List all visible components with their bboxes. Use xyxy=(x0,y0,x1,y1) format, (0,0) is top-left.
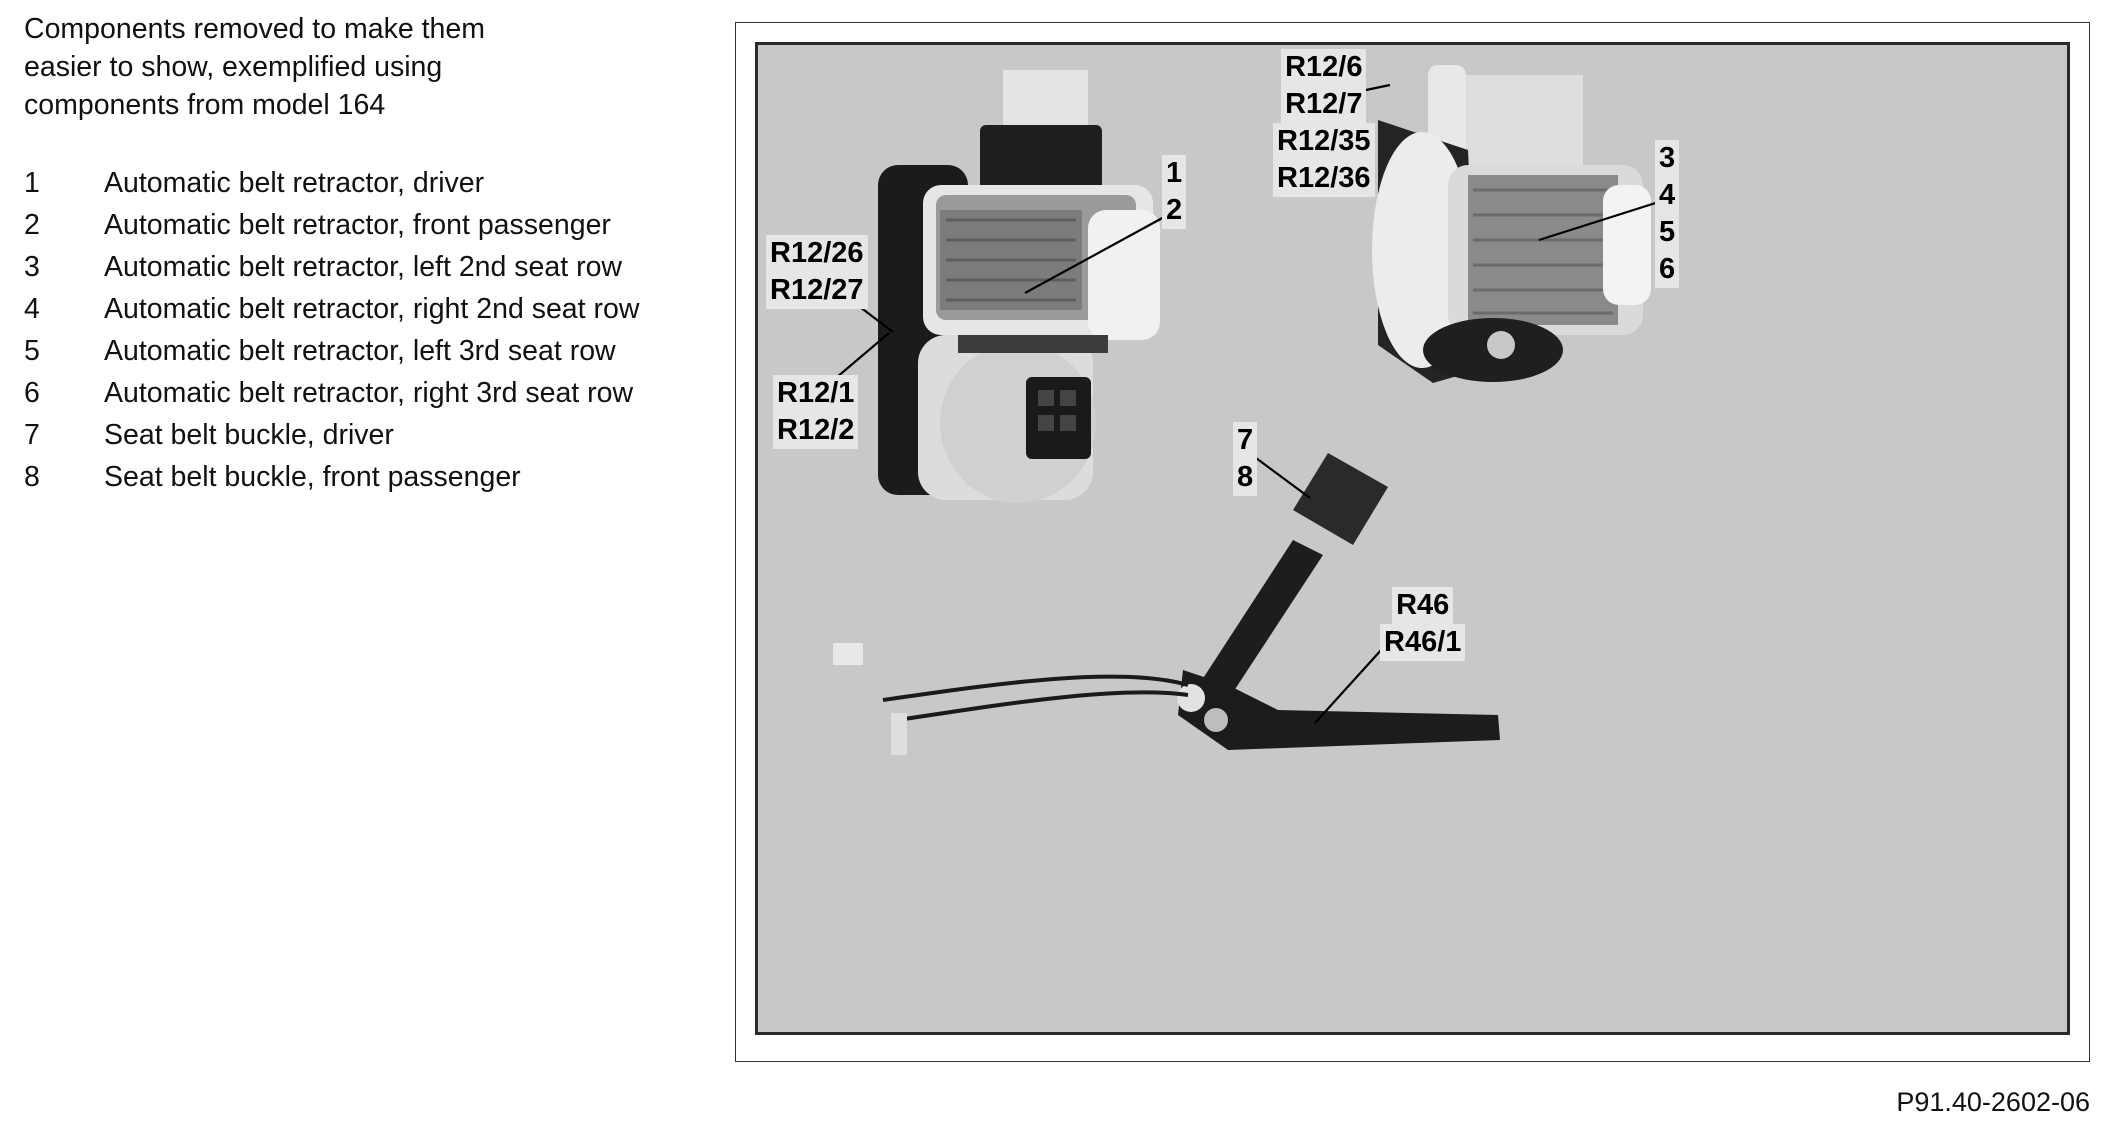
legend-item: 3 Automatic belt retractor, left 2nd sea… xyxy=(24,250,704,285)
legend-description: Seat belt buckle, front passenger xyxy=(104,461,521,493)
legend-number: 2 xyxy=(24,209,40,241)
component-photo: R12/6 R12/7 R12/35 R12/36 1 2 3 4 5 6 R1… xyxy=(755,42,2070,1035)
belt-retractor-left xyxy=(878,70,1160,503)
legend-description: Automatic belt retractor, driver xyxy=(104,167,485,199)
label-text: 1 xyxy=(1162,155,1187,192)
label-text: R12/35 xyxy=(1273,123,1375,160)
label-text: 6 xyxy=(1655,251,1680,288)
figure-reference: P91.40-2602-06 xyxy=(1896,1087,2090,1117)
components-illustration xyxy=(829,65,1666,755)
label-text: 7 xyxy=(1233,422,1258,459)
legend-description: Automatic belt retractor, right 3rd seat… xyxy=(104,377,634,409)
label-text: R12/6 xyxy=(1281,49,1367,86)
legend-number: 3 xyxy=(24,251,40,283)
label-text: R46/1 xyxy=(1380,624,1466,661)
label-text: R12/36 xyxy=(1273,160,1375,197)
label-r12-26-group: R12/26 R12/27 xyxy=(766,235,868,309)
intro-line: components from model 164 xyxy=(24,89,386,121)
legend-number: 5 xyxy=(24,335,40,367)
legend-number: 8 xyxy=(24,461,40,493)
legend-item: 6 Automatic belt retractor, right 3rd se… xyxy=(24,376,704,411)
belt-retractor-right xyxy=(1372,65,1651,383)
legend-item: 2 Automatic belt retractor, front passen… xyxy=(24,208,704,243)
label-7-8: 7 8 xyxy=(1233,422,1258,496)
intro-line: Components removed to make them xyxy=(24,13,485,45)
label-text: 8 xyxy=(1233,459,1258,496)
label-text: 2 xyxy=(1162,192,1187,229)
label-1-2: 1 2 xyxy=(1162,155,1187,229)
legend-number: 1 xyxy=(24,167,40,199)
legend-number: 4 xyxy=(24,293,40,325)
label-text: R12/2 xyxy=(773,412,859,449)
label-text: R46 xyxy=(1392,587,1454,624)
legend-description: Automatic belt retractor, left 2nd seat … xyxy=(104,251,622,283)
legend-item: 8 Seat belt buckle, front passenger xyxy=(24,460,704,495)
legend-item: 5 Automatic belt retractor, left 3rd sea… xyxy=(24,334,704,369)
label-text: R12/27 xyxy=(766,272,868,309)
legend-number: 6 xyxy=(24,377,40,409)
legend-description: Automatic belt retractor, front passenge… xyxy=(104,209,611,241)
legend-list: 1 Automatic belt retractor, driver 2 Aut… xyxy=(24,166,704,502)
legend-item: 7 Seat belt buckle, driver xyxy=(24,418,704,453)
legend-item: 4 Automatic belt retractor, right 2nd se… xyxy=(24,292,704,327)
intro-line: easier to show, exemplified using xyxy=(24,51,443,83)
label-text: R12/26 xyxy=(766,235,868,272)
label-3-6: 3 4 5 6 xyxy=(1655,140,1680,288)
label-r46-group: R46 R46/1 xyxy=(1380,587,1466,661)
leader-lines xyxy=(829,83,1666,724)
legend-description: Automatic belt retractor, left 3rd seat … xyxy=(104,335,616,367)
label-text: R12/7 xyxy=(1281,86,1367,123)
label-text: R12/1 xyxy=(773,375,859,412)
legend-description: Seat belt buckle, driver xyxy=(104,419,394,451)
label-r12-6-group: R12/6 R12/7 R12/35 R12/36 xyxy=(1273,49,1375,197)
label-text: 5 xyxy=(1655,214,1680,251)
label-text: 4 xyxy=(1655,177,1680,214)
label-r12-1-group: R12/1 R12/2 xyxy=(773,375,859,449)
seat-belt-buckle xyxy=(833,453,1500,755)
legend-number: 7 xyxy=(24,419,40,451)
legend-description: Automatic belt retractor, right 2nd seat… xyxy=(104,293,640,325)
intro-text: Components removed to make them easier t… xyxy=(24,10,624,124)
legend-item: 1 Automatic belt retractor, driver xyxy=(24,166,704,201)
label-text: 3 xyxy=(1655,140,1680,177)
